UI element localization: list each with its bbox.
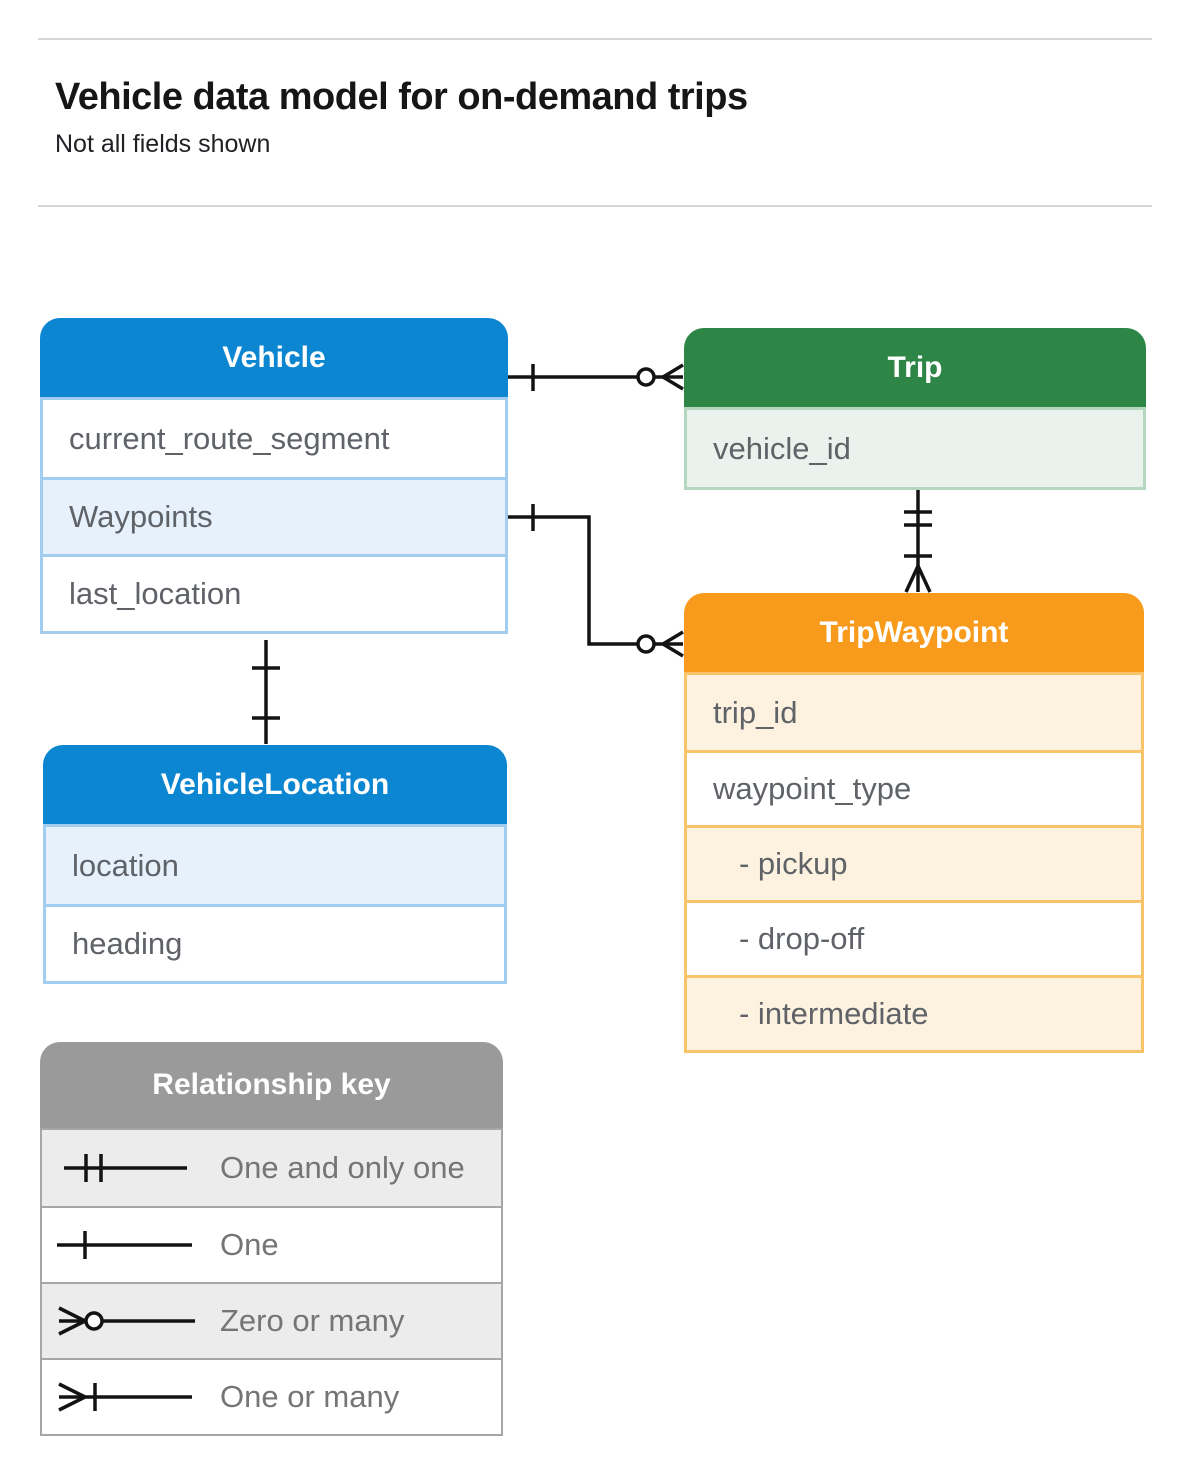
entity-header-vehiclelocation: VehicleLocation [43,745,507,824]
field-label: heading [72,926,183,961]
page-subtitle: Not all fields shown [55,130,271,158]
connector-vehicle-trip [508,363,684,391]
header-divider [38,205,1152,207]
field-label: current_route_segment [69,420,390,456]
connector-waypoints-tripwaypoint [508,504,684,658]
field-label: - intermediate [739,996,929,1031]
key-label: One [220,1227,279,1262]
field-row-last-location: last_location [43,554,505,631]
entity-vehiclelocation: VehicleLocation location heading [43,745,507,984]
field-row-waypoints: Waypoints [43,477,505,554]
field-row-pickup: - pickup [687,825,1141,900]
field-label: last_location [69,576,242,611]
field-row-vehicle-id: vehicle_id [687,410,1143,487]
key-row-one: One [42,1206,501,1282]
entity-tripwaypoint: TripWaypoint trip_id waypoint_type - picku… [684,593,1144,1053]
field-label: Waypoints [69,499,213,534]
one-or-many-icon [42,1359,220,1435]
relationship-key-title: Relationship key [40,1042,503,1128]
key-row-one-and-only-one: One and only one [42,1130,501,1206]
zero-or-many-icon [42,1283,220,1359]
field-row-waypoint-type: waypoint_type [687,750,1141,825]
entity-body-trip: vehicle_id [684,407,1146,490]
one-icon [42,1207,220,1283]
field-row-intermediate: - intermediate [687,975,1141,1050]
field-label: trip_id [713,694,798,730]
top-divider [38,38,1152,40]
key-label: Zero or many [220,1303,405,1338]
key-label: One or many [220,1379,400,1414]
connector-trip-tripwaypoint [904,490,932,593]
entity-header-tripwaypoint: TripWaypoint [684,593,1144,672]
field-row-location: location [46,827,504,904]
field-row-heading: heading [46,904,504,981]
key-label: One and only one [220,1150,465,1185]
field-row-trip-id: trip_id [687,675,1141,750]
key-row-zero-or-many: Zero or many [42,1282,501,1358]
entity-header-trip: Trip [684,328,1146,407]
one-and-only-one-icon [42,1130,220,1206]
field-label: vehicle_id [713,430,851,466]
field-row-current-route-segment: current_route_segment [43,400,505,477]
key-row-one-or-many: One or many [42,1358,501,1434]
connector-vehicle-vehiclelocation [252,640,280,744]
field-label: - pickup [739,846,848,881]
field-label: - drop-off [739,921,865,956]
field-label: waypoint_type [713,771,912,806]
field-label: location [72,847,179,883]
field-row-drop-off: - drop-off [687,900,1141,975]
entity-body-tripwaypoint: trip_id waypoint_type - pickup - drop-off - … [684,672,1144,1053]
entity-header-vehicle: Vehicle [40,318,508,397]
entity-trip: Trip vehicle_id [684,328,1146,490]
entity-body-vehiclelocation: location heading [43,824,507,984]
page-title: Vehicle data model for on-demand trips [55,76,748,118]
